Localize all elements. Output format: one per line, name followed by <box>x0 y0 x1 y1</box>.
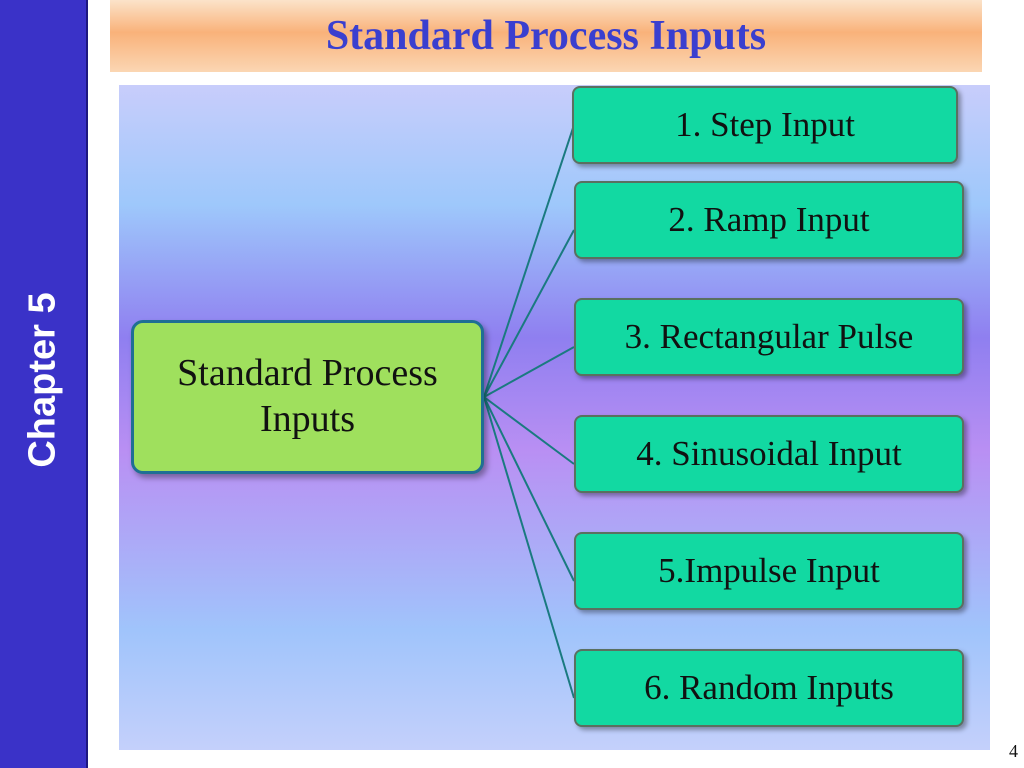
child-node-sinusoidal-input: 4. Sinusoidal Input <box>574 415 964 493</box>
connector-line-1 <box>483 124 575 398</box>
root-node: Standard Process Inputs <box>131 320 484 474</box>
child-node-label: 5.Impulse Input <box>658 551 880 590</box>
child-node-rectangular-pulse: 3. Rectangular Pulse <box>574 298 964 376</box>
root-node-label: Standard Process Inputs <box>177 352 438 440</box>
connector-line-5 <box>483 396 575 582</box>
connector-line-3 <box>483 346 575 398</box>
connector-line-2 <box>483 229 575 398</box>
child-node-step-input: 1. Step Input <box>572 86 958 164</box>
child-node-random-inputs: 6. Random Inputs <box>574 649 964 727</box>
child-node-label: 1. Step Input <box>675 105 855 144</box>
connector-line-4 <box>483 396 575 465</box>
page-number: 4 <box>1009 741 1018 761</box>
child-node-label: 4. Sinusoidal Input <box>636 434 902 473</box>
connector-line-6 <box>483 396 575 699</box>
child-node-label: 3. Rectangular Pulse <box>624 317 914 356</box>
chapter-sidebar: Chapter 5 <box>0 0 88 768</box>
title-band <box>110 0 982 72</box>
child-node-ramp-input: 2. Ramp Input <box>574 181 964 259</box>
child-node-label: 2. Ramp Input <box>668 200 870 239</box>
child-node-impulse-input: 5.Impulse Input <box>574 532 964 610</box>
slide-title: Standard Process Inputs <box>325 13 767 59</box>
child-node-label: 6. Random Inputs <box>644 668 894 707</box>
